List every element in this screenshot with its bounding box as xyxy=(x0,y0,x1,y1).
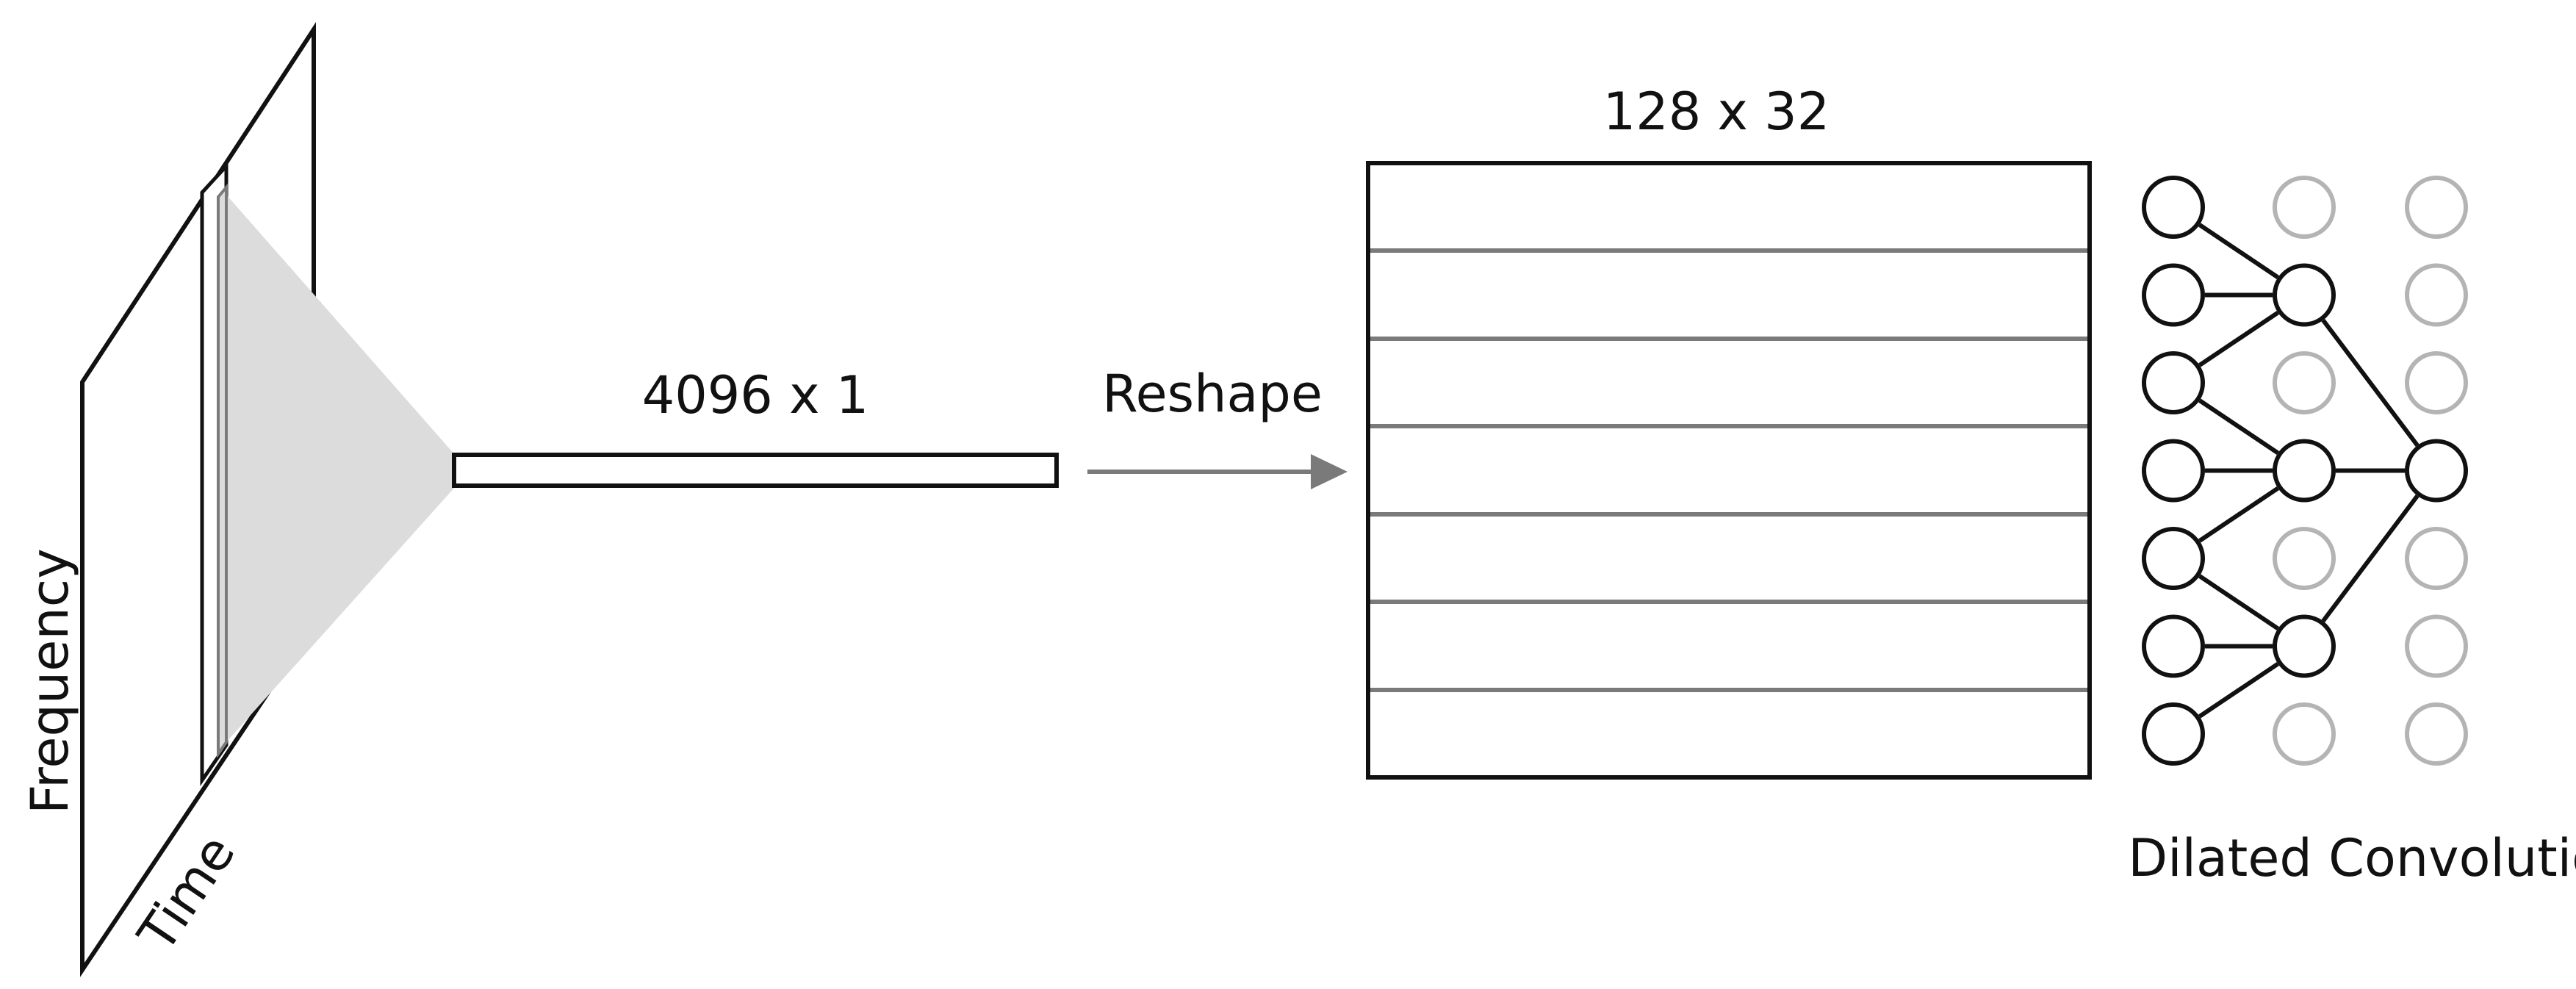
inactive-node xyxy=(2405,527,2468,590)
inactive-node xyxy=(2273,702,2336,766)
projection-shade xyxy=(226,195,456,742)
active-node xyxy=(2142,263,2205,327)
matrix-box xyxy=(1366,161,2092,780)
feature-vector: 4096 x 1 xyxy=(452,365,1059,488)
network-edges xyxy=(2198,223,2420,719)
reshaped-matrix: 128 x 32 xyxy=(1366,82,2092,780)
network-edge xyxy=(2198,574,2279,631)
frequency-axis-label: Frequency xyxy=(20,548,80,814)
network-edge xyxy=(2198,223,2279,280)
active-node xyxy=(2142,527,2205,590)
inactive-node xyxy=(2405,351,2468,414)
network-edge xyxy=(2321,319,2420,447)
network-edge xyxy=(2198,398,2279,456)
active-node xyxy=(2273,263,2336,327)
dilated-convolutions-label: Dilated Convolutions xyxy=(2128,828,2576,888)
inactive-node xyxy=(2405,176,2468,239)
vector-box xyxy=(452,453,1059,488)
network-edge xyxy=(2198,486,2279,543)
reshape-arrow: Reshape xyxy=(1087,364,1348,489)
vector-size-label: 4096 x 1 xyxy=(642,365,869,425)
inactive-node xyxy=(2273,176,2336,239)
matrix-size-label: 128 x 32 xyxy=(1603,82,1830,142)
arrow-head xyxy=(1311,454,1348,489)
inactive-node xyxy=(2405,702,2468,766)
active-node xyxy=(2273,439,2336,503)
active-node xyxy=(2142,702,2205,766)
network-edge xyxy=(2198,310,2279,367)
network-nodes xyxy=(2142,176,2468,766)
network-edge xyxy=(2198,661,2279,719)
active-node xyxy=(2142,614,2205,678)
active-node xyxy=(2142,439,2205,503)
dilated-convolution-network: Dilated Convolutions xyxy=(2128,176,2576,888)
network-edge xyxy=(2321,495,2420,622)
active-node xyxy=(2273,614,2336,678)
inactive-node xyxy=(2273,527,2336,590)
inactive-node xyxy=(2405,614,2468,678)
inactive-node xyxy=(2405,263,2468,327)
inactive-node xyxy=(2273,351,2336,414)
active-node xyxy=(2405,439,2468,503)
spectrogram: Frequency Time xyxy=(20,21,456,977)
active-node xyxy=(2142,351,2205,414)
active-node xyxy=(2142,176,2205,239)
reshape-label: Reshape xyxy=(1102,364,1323,424)
